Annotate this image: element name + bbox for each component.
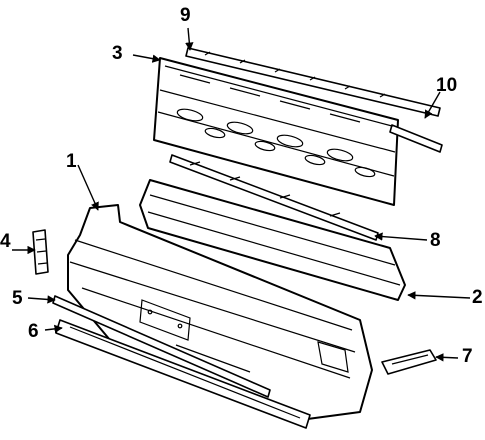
right-trim-bracket — [389, 124, 443, 153]
side-marker-lamp — [381, 349, 437, 375]
callout-1: 1 — [66, 151, 77, 172]
upper-grille-panel — [153, 57, 399, 206]
callout-2: 2 — [472, 287, 483, 308]
callout-3: 3 — [112, 43, 123, 64]
callout-9: 9 — [180, 5, 191, 26]
callout-10: 10 — [436, 75, 458, 96]
callout-8: 8 — [430, 230, 441, 251]
callout-4: 4 — [0, 231, 11, 252]
callout-6: 6 — [28, 321, 39, 342]
leader-lines — [12, 27, 471, 362]
bumper-cover — [67, 204, 373, 421]
upper-trim-strip — [185, 47, 441, 117]
side-bracket — [32, 229, 49, 275]
callout-7: 7 — [462, 346, 473, 367]
energy-absorber — [139, 179, 406, 301]
callout-5: 5 — [12, 288, 23, 309]
